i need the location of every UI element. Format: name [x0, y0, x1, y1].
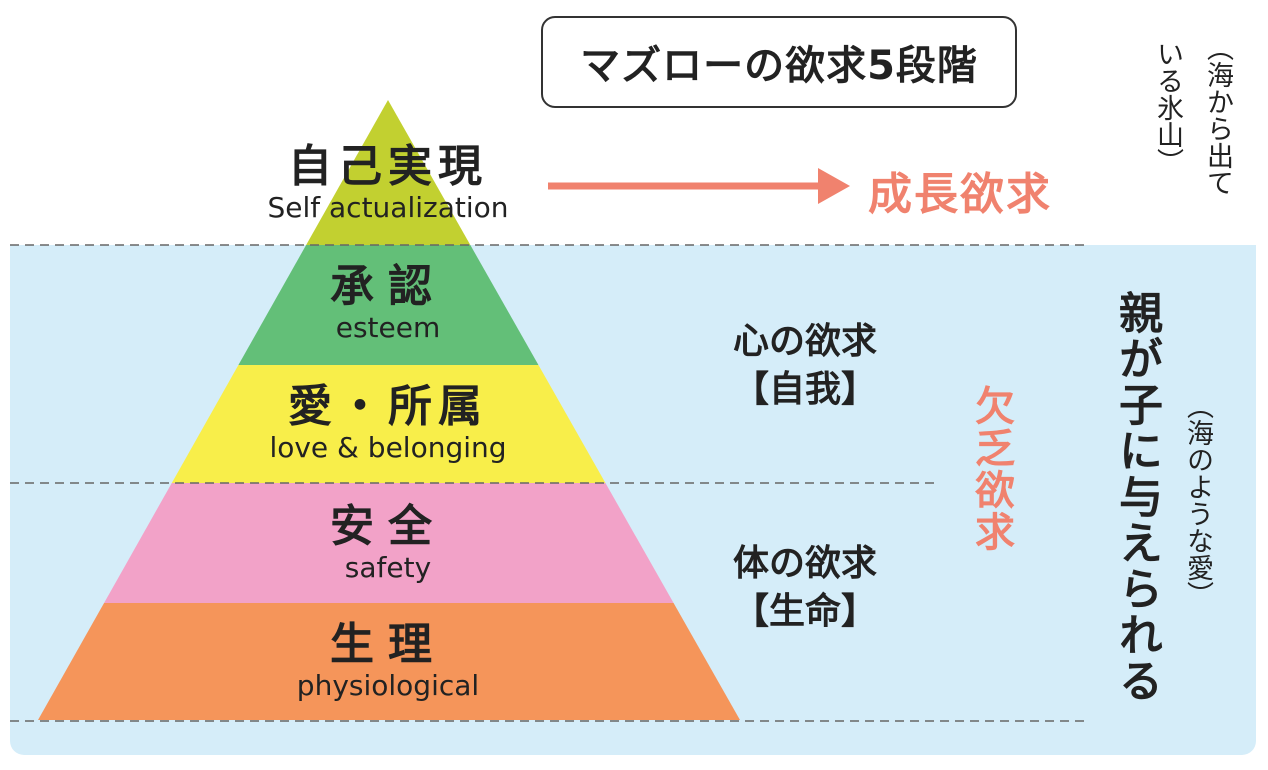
level-en: esteem: [335, 311, 441, 344]
body-needs: 体の欲求 【生命】: [700, 540, 910, 636]
level-esteem: 承認 esteem: [188, 262, 588, 344]
title-box: マズローの欲求5段階: [541, 16, 1017, 108]
body-needs-line2: 【生命】: [732, 591, 877, 632]
level-jp: 生理: [330, 619, 446, 670]
level-self-actualization: 自己実現 Self actualization: [188, 142, 588, 224]
level-jp: 承認: [330, 261, 446, 312]
level-en: safety: [344, 551, 432, 584]
level-en: Self actualization: [267, 191, 509, 224]
mind-needs-line2: 【自我】: [732, 369, 877, 410]
level-safety: 安全 safety: [188, 502, 588, 584]
level-en: physiological: [296, 669, 480, 702]
mind-needs-line1: 心の欲求: [732, 321, 877, 362]
dashed-dividers: [10, 244, 1090, 722]
iceberg-note-col2: いる氷山）: [1152, 40, 1183, 175]
deficiency-needs-label: 欠乏欲求: [968, 385, 1014, 553]
body-needs-line1: 体の欲求: [732, 543, 877, 584]
parent-love-label: 親が子に与えられる: [1111, 290, 1162, 704]
growth-needs-label: 成長欲求: [868, 169, 1052, 220]
iceberg-note-col1: （海から出て: [1202, 34, 1233, 196]
level-jp: 安全: [330, 501, 446, 552]
level-jp: 自己実現: [288, 141, 488, 192]
level-love-belonging: 愛・所属 love & belonging: [188, 382, 588, 464]
mind-needs: 心の欲求 【自我】: [700, 318, 910, 414]
level-en: love & belonging: [269, 431, 507, 464]
sea-note: （海のような愛）: [1182, 392, 1213, 608]
page-title: マズローの欲求5段階: [580, 43, 978, 89]
band-physiological: [38, 603, 740, 720]
level-jp: 愛・所属: [288, 381, 488, 432]
arrow: [548, 168, 850, 204]
level-physiological: 生理 physiological: [188, 620, 588, 702]
